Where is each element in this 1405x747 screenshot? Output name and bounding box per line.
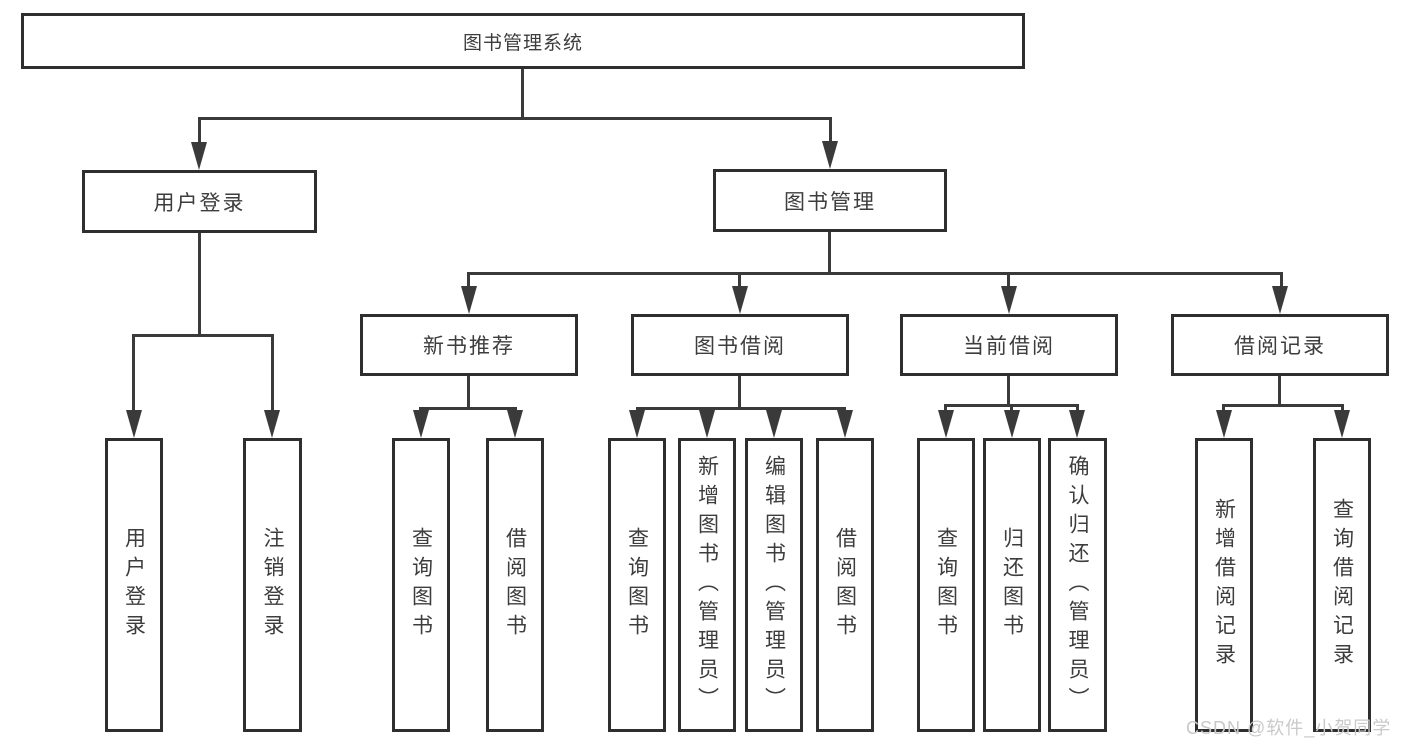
connector-line <box>1010 404 1013 414</box>
connector-line <box>1341 404 1344 414</box>
arrow-down-icon <box>766 410 782 438</box>
node-label: 查询图书 <box>625 527 649 643</box>
node-label: 查询借阅记录 <box>1330 498 1354 672</box>
connector-line <box>738 272 741 289</box>
node-label: 查询图书 <box>934 527 958 643</box>
arrow-down-icon <box>1001 286 1017 314</box>
connector-line <box>1280 272 1283 289</box>
node-new-book-recommendation: 新书推荐 <box>360 314 578 376</box>
arrow-down-icon <box>938 410 954 438</box>
leaf-borrow-books-recommend: 借阅图书 <box>486 438 544 732</box>
node-current-borrowing: 当前借阅 <box>900 314 1118 376</box>
node-book-borrowing: 图书借阅 <box>631 314 849 376</box>
connector-line <box>1222 404 1344 407</box>
csdn-watermark: CSDN @软件_小贺同学 <box>1186 718 1392 738</box>
leaf-query-borrow-record: 查询借阅记录 <box>1313 438 1371 732</box>
connector-line <box>467 376 470 410</box>
connector-line <box>1007 376 1010 407</box>
leaf-query-books-recommend: 查询图书 <box>392 438 450 732</box>
node-label: 注销登录 <box>261 527 284 643</box>
node-label: 借阅图书 <box>503 527 527 643</box>
connector-line <box>132 334 135 413</box>
connector-line <box>467 272 470 289</box>
arrow-down-icon <box>822 141 838 169</box>
connector-line <box>1278 376 1281 407</box>
node-label: 归还图书 <box>1000 527 1024 643</box>
connector-line <box>1222 404 1225 414</box>
leaf-add-borrow-record: 新增借阅记录 <box>1195 438 1253 732</box>
arrow-down-icon <box>461 286 477 314</box>
connector-line <box>198 117 832 120</box>
connector-line <box>738 376 741 410</box>
leaf-query-books-borrowing: 查询图书 <box>608 438 666 732</box>
connector-line <box>828 232 831 275</box>
node-borrowing-records: 借阅记录 <box>1171 314 1389 376</box>
leaf-return-books: 归还图书 <box>983 438 1041 732</box>
connector-line <box>198 117 201 145</box>
node-label: 新书推荐 <box>423 335 515 358</box>
arrow-down-icon <box>1272 286 1288 314</box>
connector-line <box>271 334 274 413</box>
connector-line <box>419 407 517 410</box>
leaf-add-book-admin: 新增图书（管理员） <box>678 438 736 732</box>
arrow-down-icon <box>413 410 429 438</box>
node-label: 确认归还（管理员） <box>1066 454 1089 716</box>
connector-line <box>636 407 846 410</box>
arrow-down-icon <box>1004 410 1020 438</box>
connector-line <box>467 272 1283 275</box>
connector-line <box>132 334 274 337</box>
connector-line <box>944 404 947 414</box>
node-label: 用户登录 <box>122 527 146 643</box>
connector-line <box>521 69 524 119</box>
node-label: 编辑图书（管理员） <box>762 454 786 716</box>
node-label: 借阅记录 <box>1234 335 1326 358</box>
leaf-logout: 注销登录 <box>243 438 302 732</box>
node-label: 查询图书 <box>409 527 433 643</box>
connector-line <box>1007 272 1010 289</box>
node-label: 新增图书（管理员） <box>695 454 719 716</box>
arrow-down-icon <box>264 410 280 438</box>
arrow-down-icon <box>837 410 853 438</box>
leaf-confirm-return-admin: 确认归还（管理员） <box>1048 438 1107 732</box>
node-label: 图书管理 <box>784 190 876 214</box>
arrow-down-icon <box>126 410 142 438</box>
node-label: 新增借阅记录 <box>1212 498 1236 672</box>
arrow-down-icon <box>1069 410 1085 438</box>
leaf-borrow-books-borrowing: 借阅图书 <box>816 438 874 732</box>
connector-line <box>1076 404 1079 414</box>
leaf-edit-book-admin: 编辑图书（管理员） <box>745 438 803 732</box>
arrow-down-icon <box>1334 410 1350 438</box>
node-book-management: 图书管理 <box>713 169 947 232</box>
leaf-query-books-current: 查询图书 <box>917 438 975 732</box>
leaf-user-login: 用户登录 <box>105 438 163 732</box>
arrow-down-icon <box>699 410 715 438</box>
arrow-down-icon <box>1216 410 1232 438</box>
connector-line <box>829 117 832 145</box>
node-label: 图书管理系统 <box>462 32 583 54</box>
arrow-down-icon <box>191 142 207 170</box>
arrow-down-icon <box>629 410 645 438</box>
node-user-login: 用户登录 <box>82 170 317 233</box>
node-label: 当前借阅 <box>963 335 1055 358</box>
node-library-management-system: 图书管理系统 <box>21 13 1025 69</box>
arrow-down-icon <box>732 286 748 314</box>
arrow-down-icon <box>507 410 523 438</box>
node-label: 图书借阅 <box>694 335 786 358</box>
node-label: 借阅图书 <box>833 527 857 643</box>
node-label: 用户登录 <box>153 191 246 215</box>
connector-line <box>198 233 201 337</box>
